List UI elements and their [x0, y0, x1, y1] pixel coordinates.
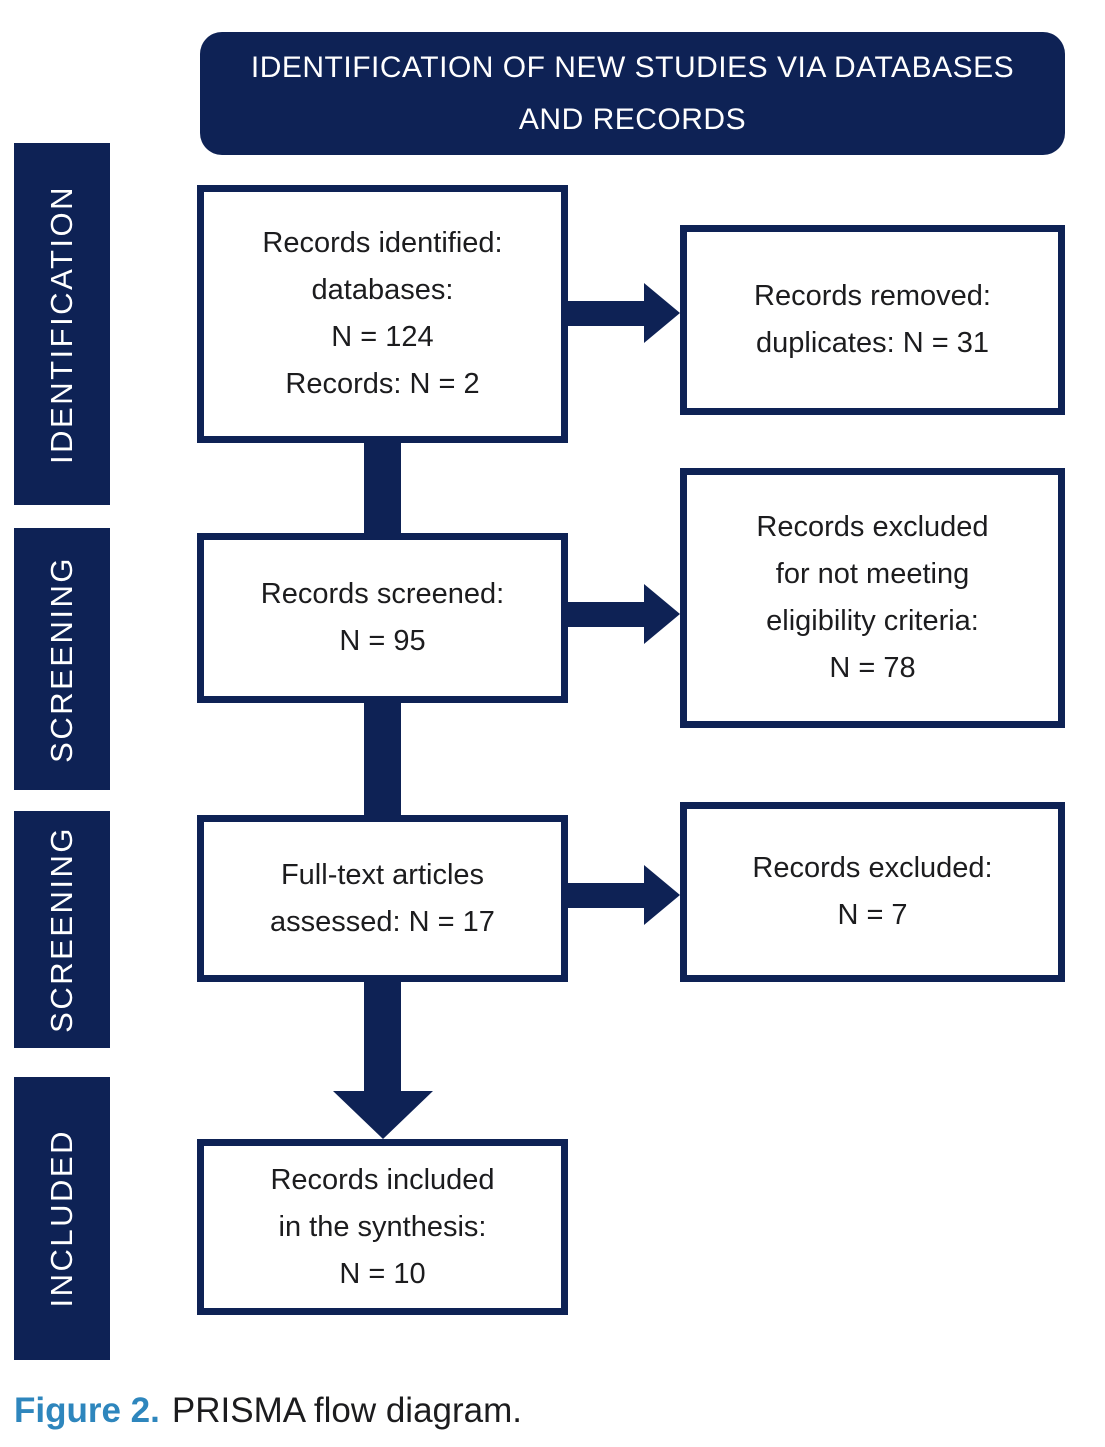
box-text-line: Records excluded: [752, 852, 993, 884]
stage-label-screening-1: SCREENING [14, 528, 110, 790]
box-text-line: N = 10 [339, 1257, 426, 1290]
arrow-fulltext-to-excluded-shaft [566, 883, 646, 908]
box-text-line: eligibility criteria: [766, 605, 979, 637]
box-records-included: Records included in the synthesis: N = 1… [197, 1139, 568, 1315]
box-text-line: N = 7 [837, 899, 908, 931]
box-fulltext-assessed: Full-text articles assessed: N = 17 [197, 815, 568, 982]
box-records-identified: Records identified: databases: N = 124 R… [197, 185, 568, 443]
arrow-screened-to-excluded-head [644, 584, 680, 644]
box-records-screened: Records screened: N = 95 [197, 533, 568, 703]
diagram-title-line-1: IDENTIFICATION OF NEW STUDIES VIA DATABA… [250, 50, 1015, 84]
stage-label-screening-2: SCREENING [14, 811, 110, 1048]
box-text-line: Records: N = 2 [285, 368, 480, 400]
box-text-line: in the synthesis: [278, 1210, 487, 1243]
box-text-line: Records identified: [262, 227, 503, 259]
stage-label-text: SCREENING [44, 555, 79, 763]
diagram-title-line-2: AND RECORDS [518, 102, 747, 136]
box-text-line: Records removed: [754, 280, 991, 312]
box-text-line: N = 95 [339, 625, 426, 657]
box-text-line: Records included [270, 1163, 495, 1196]
box-text-line: assessed: N = 17 [270, 905, 495, 938]
figure-caption-label: Figure 2. [14, 1391, 160, 1430]
connector-identified-to-screened [364, 441, 401, 537]
stage-label-text: SCREENING [44, 826, 79, 1033]
box-records-removed: Records removed: duplicates: N = 31 [680, 225, 1065, 415]
figure-caption-text: PRISMA flow diagram. [171, 1391, 522, 1430]
arrow-identified-to-removed-shaft [566, 301, 646, 326]
arrow-screened-to-excluded-shaft [566, 602, 646, 627]
connector-screened-to-fulltext [364, 701, 401, 819]
box-text-line: Full-text articles [280, 858, 485, 891]
stage-label-text: INCLUDED [44, 1129, 79, 1308]
arrow-fulltext-to-excluded-head [644, 865, 680, 925]
box-text-line: N = 124 [331, 321, 434, 353]
box-text-line: duplicates: N = 31 [756, 327, 989, 359]
box-text-line: databases: [311, 274, 454, 306]
stage-label-text: IDENTIFICATION [44, 184, 79, 464]
arrow-identified-to-removed-head [644, 283, 680, 343]
stage-label-included: INCLUDED [14, 1077, 110, 1360]
box-text-line: N = 78 [829, 652, 916, 684]
box-text-line: Records excluded [756, 511, 989, 543]
arrow-fulltext-to-included-head [333, 1091, 433, 1139]
box-text-line: for not meeting [775, 558, 970, 590]
figure-caption: Figure 2. PRISMA flow diagram. [14, 1390, 522, 1432]
arrow-fulltext-to-included-shaft [364, 980, 401, 1092]
box-records-excluded: Records excluded: N = 7 [680, 802, 1065, 982]
box-text-line: Records screened: [260, 578, 505, 610]
stage-label-identification: IDENTIFICATION [14, 143, 110, 505]
box-records-excluded-eligibility: Records excluded for not meeting eligibi… [680, 468, 1065, 728]
diagram-title-banner: IDENTIFICATION OF NEW STUDIES VIA DATABA… [200, 32, 1065, 155]
